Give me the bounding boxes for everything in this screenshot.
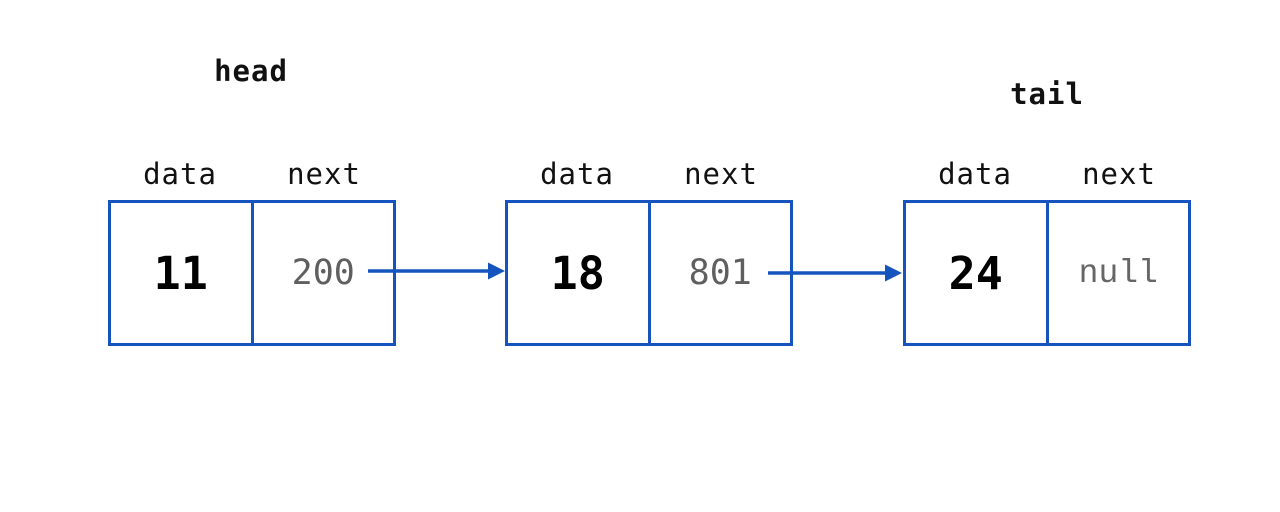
data-value: 11 <box>153 246 208 300</box>
head-pointer-label: head <box>214 54 288 88</box>
field-label-next: next <box>684 157 758 191</box>
data-cell: 11 <box>111 203 254 343</box>
next-cell: null <box>1049 203 1189 343</box>
data-cell: 18 <box>508 203 651 343</box>
node-box: 18 801 <box>505 200 793 346</box>
next-cell: 200 <box>254 203 394 343</box>
next-value-null: null <box>1078 254 1158 292</box>
field-label-next: next <box>1082 157 1156 191</box>
data-value: 18 <box>550 246 605 300</box>
field-label-data: data <box>540 157 614 191</box>
field-labels-row: data next <box>903 155 1191 193</box>
field-label-next: next <box>287 157 361 191</box>
field-label-data: data <box>143 157 217 191</box>
node-box: 24 null <box>903 200 1191 346</box>
next-value: 200 <box>291 253 355 293</box>
list-node-2: data next 18 801 <box>505 155 793 346</box>
data-cell: 24 <box>906 203 1049 343</box>
tail-pointer-label: tail <box>1010 77 1084 111</box>
next-cell: 801 <box>651 203 791 343</box>
next-value: 801 <box>688 253 752 293</box>
field-labels-row: data next <box>505 155 793 193</box>
field-label-data: data <box>938 157 1012 191</box>
data-value: 24 <box>948 246 1003 300</box>
list-node-3: data next 24 null <box>903 155 1191 346</box>
list-node-1: data next 11 200 <box>108 155 396 346</box>
field-labels-row: data next <box>108 155 396 193</box>
node-box: 11 200 <box>108 200 396 346</box>
